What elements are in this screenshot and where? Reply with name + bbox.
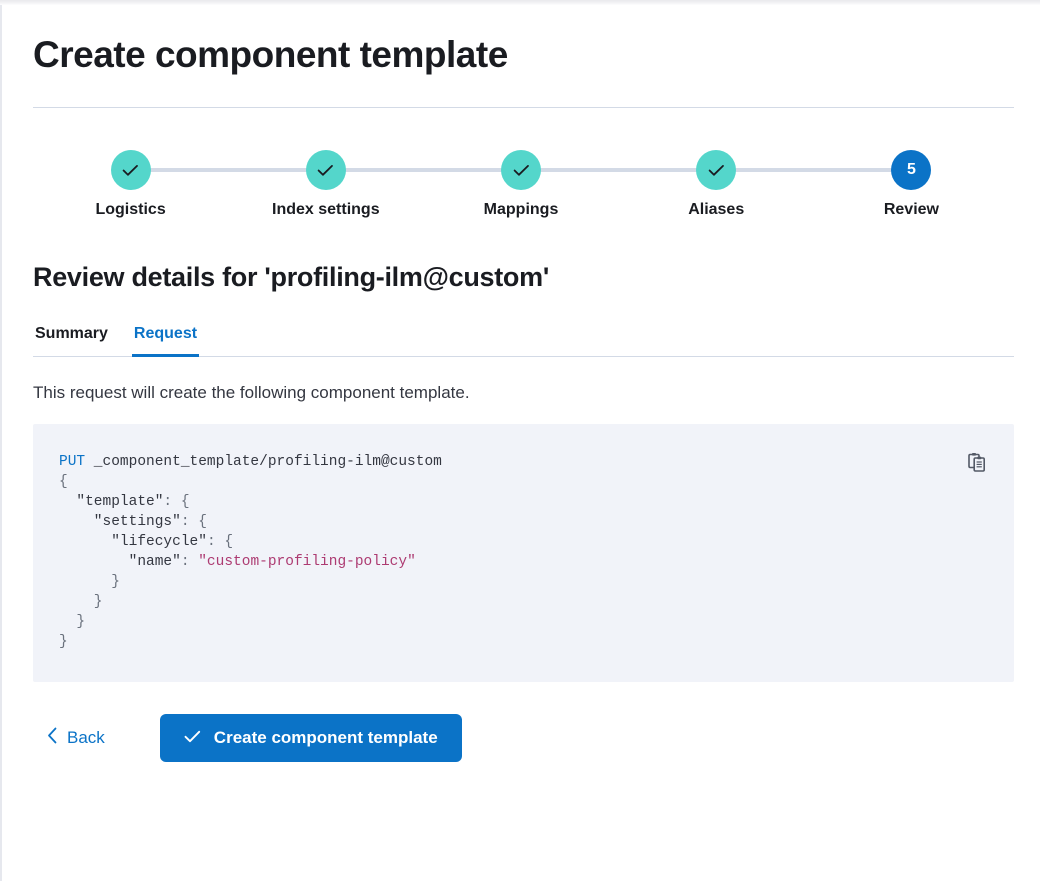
- page-body: Create component template Logistics Index…: [2, 5, 1040, 881]
- code-line: PUT _component_template/profiling-ilm@cu…: [59, 452, 986, 472]
- page-title: Create component template: [33, 34, 508, 75]
- stepper-step-mappings[interactable]: Mappings: [423, 150, 618, 219]
- stepper-step-label: Logistics: [95, 201, 166, 219]
- request-description: This request will create the following c…: [33, 383, 470, 403]
- create-component-template-label: Create component template: [213, 728, 438, 748]
- request-code-panel: PUT _component_template/profiling-ilm@cu…: [33, 424, 1014, 683]
- code-line: "name": "custom-profiling-policy": [59, 552, 986, 572]
- code-token: {: [59, 474, 68, 491]
- code-token: "custom-profiling-policy": [198, 554, 416, 571]
- header-divider: [33, 107, 1014, 109]
- browser-top-chrome-strip: [0, 0, 1040, 5]
- review-tablist: Summary Request: [33, 321, 1014, 358]
- check-icon: [305, 150, 346, 191]
- window-left-edge: [0, 5, 2, 881]
- stepper-step-label: Review: [883, 201, 939, 219]
- stepper-step-label: Aliases: [688, 201, 745, 219]
- code-line: "template": {: [59, 492, 986, 512]
- review-heading: Review details for 'profiling-ilm@custom…: [33, 262, 549, 293]
- code-line: }: [59, 572, 986, 592]
- chevron-left-icon: [47, 727, 58, 749]
- code-token: "template": [59, 494, 164, 511]
- code-token: }: [59, 614, 86, 631]
- content-container: Create component template Logistics Index…: [2, 33, 1040, 763]
- code-token: "settings": [59, 514, 181, 531]
- code-token: : {: [163, 494, 190, 511]
- code-line: }: [59, 632, 986, 652]
- create-component-template-button[interactable]: Create component template: [159, 714, 462, 763]
- tab-summary[interactable]: Summary: [35, 325, 108, 343]
- check-icon: [696, 150, 737, 191]
- stepper-step-label: Mappings: [483, 201, 559, 219]
- code-token: }: [59, 634, 68, 651]
- check-icon: [184, 728, 201, 748]
- code-token: "name": [59, 554, 181, 571]
- clipboard-copy-icon[interactable]: [964, 449, 990, 475]
- request-code-block: PUT _component_template/profiling-ilm@cu…: [59, 452, 986, 652]
- back-button[interactable]: Back: [33, 719, 121, 757]
- back-button-label: Back: [67, 728, 105, 748]
- code-line: {: [59, 472, 986, 492]
- code-token: }: [59, 594, 103, 611]
- code-token: :: [180, 554, 199, 571]
- stepper-step-number: 5: [891, 150, 932, 191]
- stepper-step-label: Index settings: [272, 201, 380, 219]
- wizard-actions: Back Create component template: [33, 714, 1009, 763]
- check-icon: [501, 150, 541, 191]
- check-icon: [110, 150, 151, 191]
- code-token: "lifecycle": [59, 534, 207, 551]
- code-token: PUT: [59, 454, 86, 471]
- stepper-step-logistics[interactable]: Logistics: [33, 150, 228, 219]
- code-token: _component_template/profiling-ilm@custom: [85, 454, 442, 471]
- code-token: }: [59, 574, 120, 591]
- clipboard-copy-icon-glyph: [967, 452, 985, 472]
- stepper-step-index-settings[interactable]: Index settings: [228, 150, 423, 219]
- code-token: : {: [206, 534, 234, 551]
- code-line: }: [59, 592, 986, 612]
- code-line: "settings": {: [59, 512, 986, 532]
- tab-request[interactable]: Request: [131, 321, 200, 358]
- code-line: "lifecycle": {: [59, 532, 986, 552]
- code-line: }: [59, 612, 986, 632]
- code-token: : {: [180, 514, 207, 531]
- stepper-step-aliases[interactable]: Aliases: [619, 150, 814, 219]
